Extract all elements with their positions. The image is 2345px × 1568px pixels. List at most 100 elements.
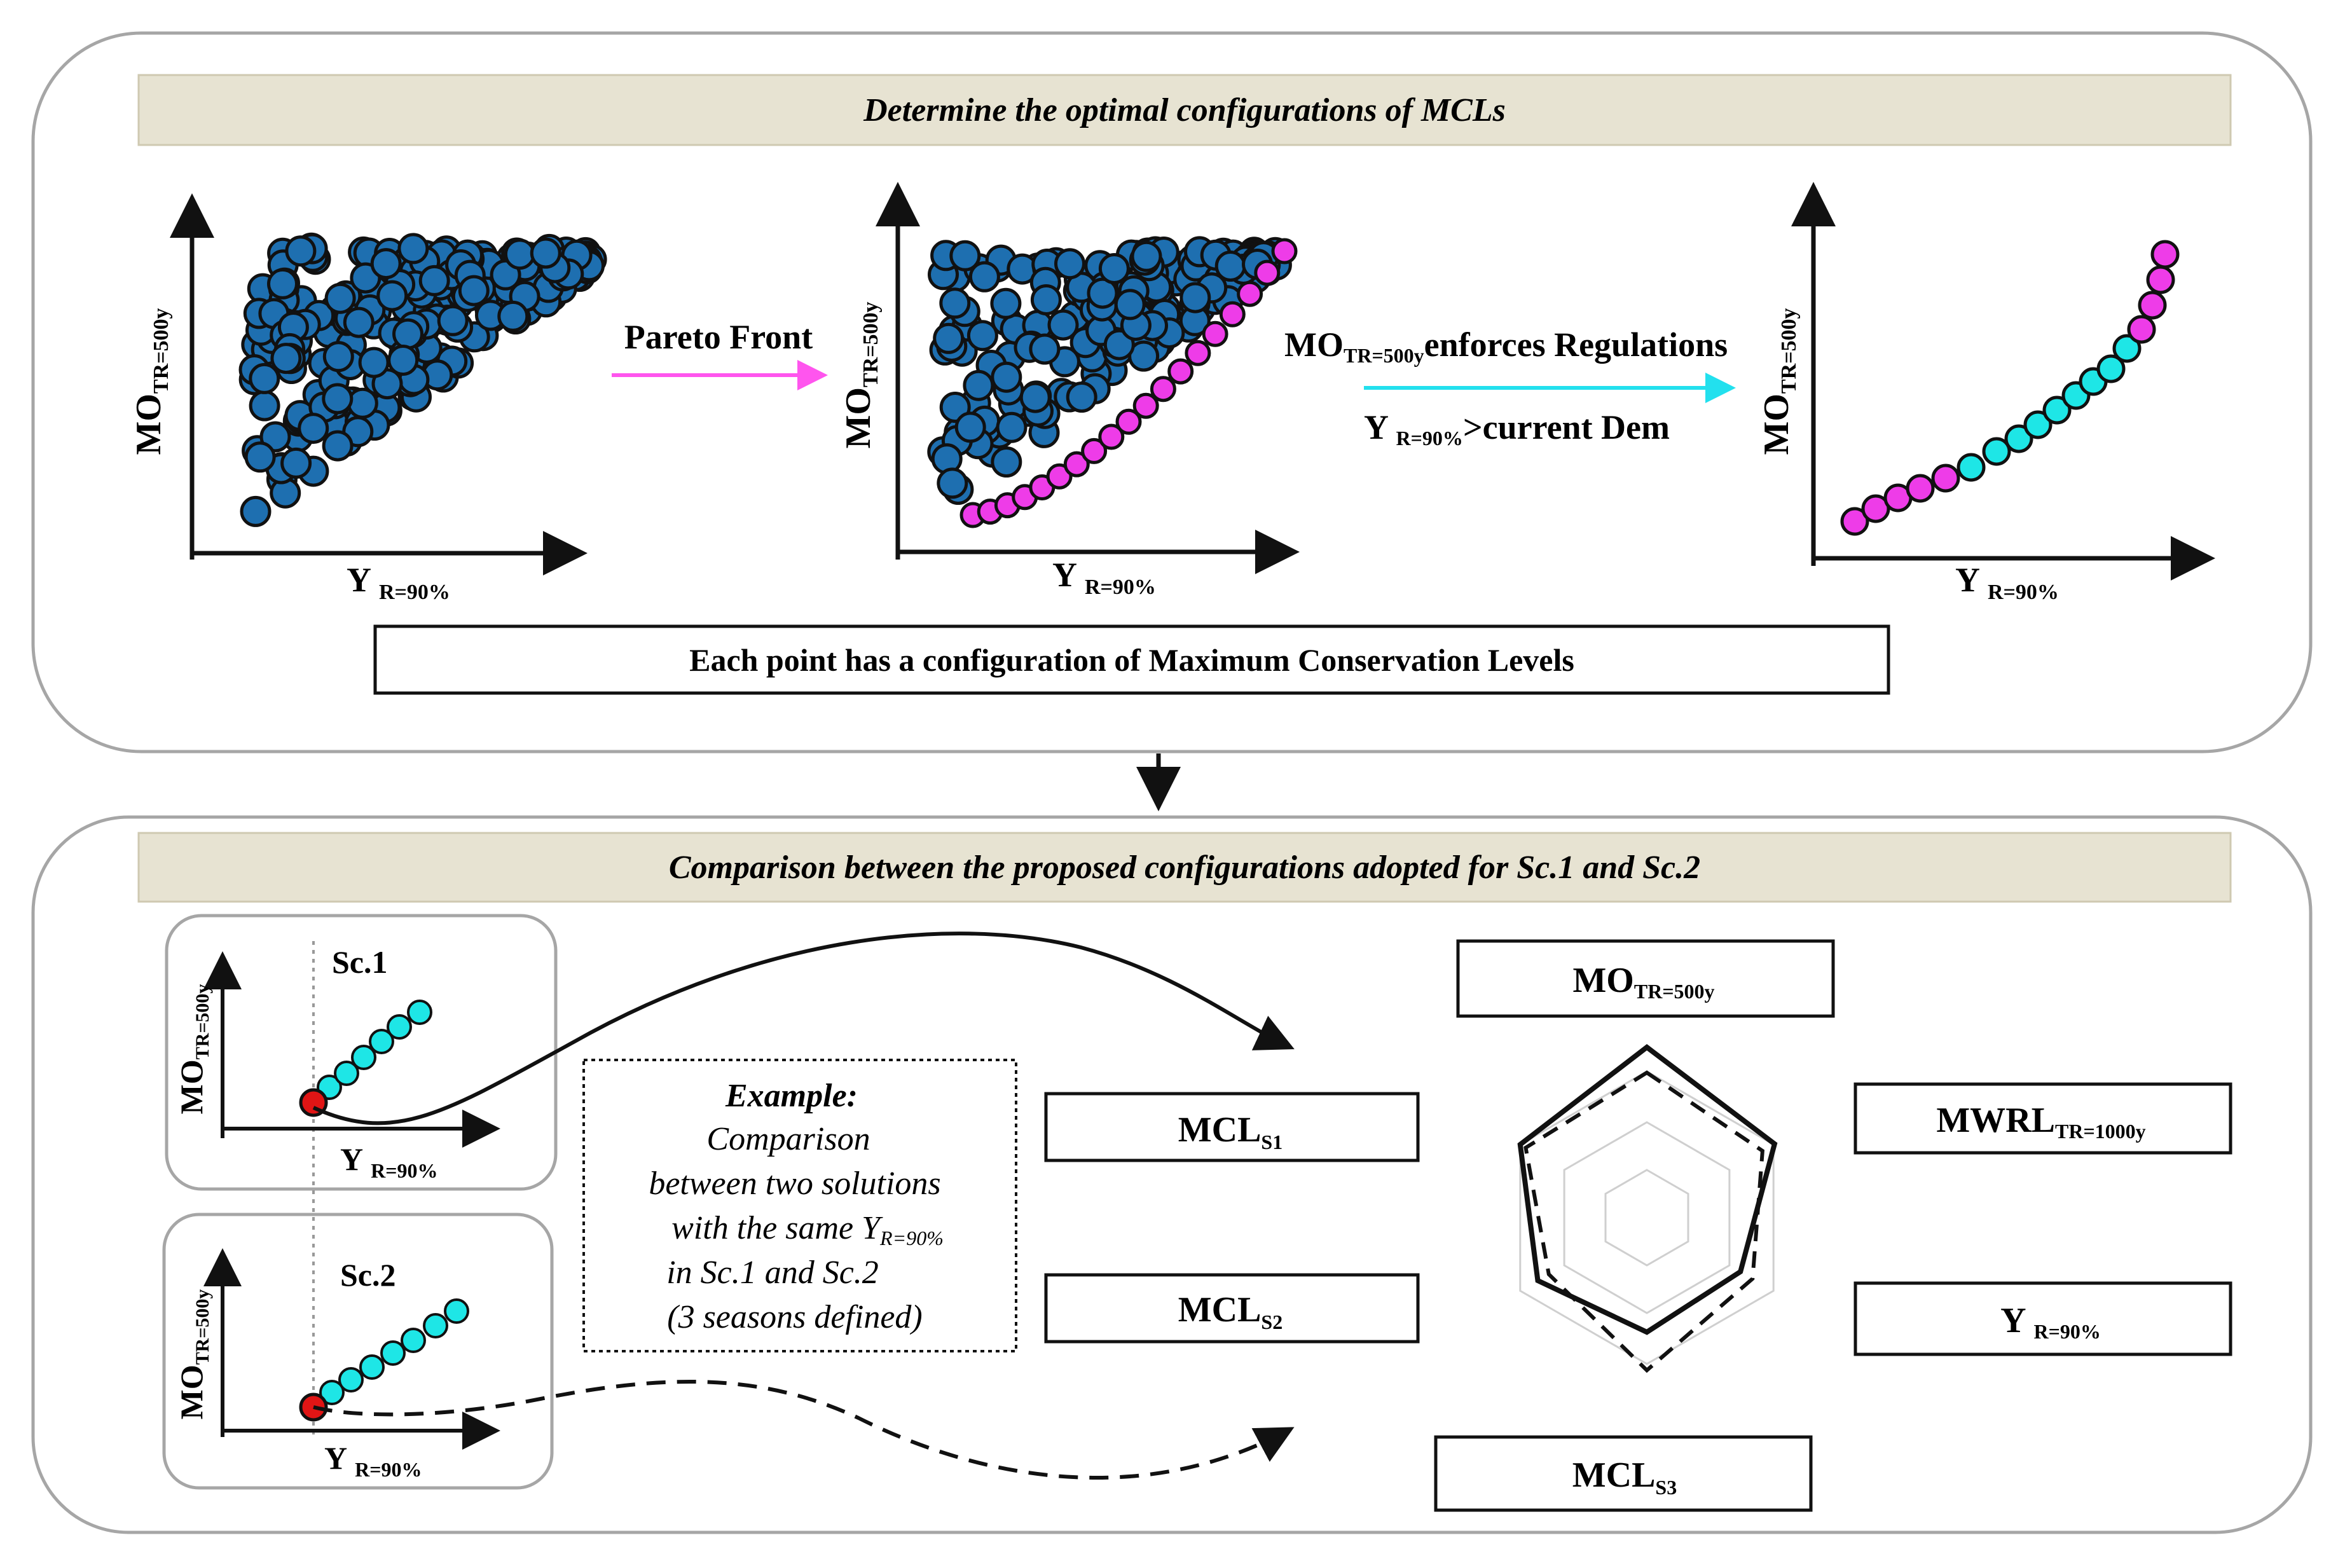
scatter-point [933,322,965,354]
scatter-point [1047,309,1079,341]
pareto-point [1132,392,1159,419]
scatter-point [1087,277,1118,309]
top-banner-text: Determine the optimal configurations of … [863,92,1506,128]
scatter-point [996,411,1028,443]
scatter-point [504,238,535,270]
plot1-ylabel: MOTR=500y [129,308,173,455]
pareto-point [1271,238,1298,265]
solution-point [351,1045,376,1070]
scatter-point [1029,333,1061,365]
pareto-point [2150,240,2180,269]
sc2-axes [203,1248,500,1450]
pareto-point [1098,423,1125,450]
scatter-point [954,411,986,443]
scatter-point [1179,282,1211,313]
scatter-point [991,361,1022,393]
sc2-ylabel: MOTR=500y [174,1289,213,1420]
mcl-s1-label: MCLS1 [1178,1110,1283,1153]
mcl-s1-box [1044,1092,1420,1162]
radar-chart [1517,1043,1778,1373]
demand-label: Y R=90%>current Dem [1364,408,1670,450]
scatter-point [343,306,375,338]
plot2-points [927,236,1298,528]
scatter-point [322,383,354,415]
solution-point [369,1029,394,1054]
mcl-s2-box [1044,1273,1420,1344]
sc2-label: Sc.2 [340,1257,396,1293]
sc1-label: Sc.1 [332,944,388,980]
sc1-axes [203,951,500,1148]
scatter-point [322,341,354,373]
solution-point [444,1298,469,1324]
scatter-point [1103,329,1135,361]
scenario2-box [162,1213,554,1490]
scatter-point [249,362,280,394]
radar-right2-box [1853,1281,2232,1356]
pareto-point [1840,507,1869,536]
scatter-point [937,467,968,499]
scatter-point [968,261,1000,292]
scatter-point [244,441,276,473]
scatter-point [1066,382,1097,413]
scatter-point [949,240,981,272]
radar-bottom-box [1434,1435,1813,1512]
scatter-point [963,369,994,401]
scatter-point [991,446,1022,478]
scatter-point [939,287,971,319]
pareto-point [1931,464,1960,493]
scatter-point [280,447,312,479]
scatter-point [267,268,298,299]
example-line4: in Sc.1 and Sc.2 [666,1255,879,1291]
radar-top-label: MOTR=500y [1572,961,1714,1003]
pareto-point [1202,320,1228,347]
scatter-point [358,347,390,378]
pareto-point [2146,265,2175,294]
pareto-point [2127,315,2156,344]
example-line5: (3 seasons defined) [667,1299,922,1335]
example-text: Example: Comparison between two solution… [649,1078,944,1335]
pareto-point [1081,437,1108,464]
scatter-point [1030,284,1062,315]
radar-bottom-label: MCLS3 [1572,1455,1677,1499]
solution-point [334,1061,359,1086]
radar-right2-label: Y R=90% [2000,1301,2101,1343]
scatter-point [249,390,280,422]
feasible-point [2023,410,2053,439]
pareto-point [1906,474,1935,503]
scatter-point [322,430,354,462]
pareto-arrow-label: Pareto Front [624,318,813,356]
feasible-point [2096,354,2126,383]
example-box [582,1059,1017,1352]
note-text: Each point has a configuration of Maximu… [689,642,1574,678]
pareto-point [1046,463,1073,490]
plot3-ylabel: MOTR=500y [1757,308,1801,455]
pareto-point [1063,451,1090,478]
sc1-ylabel: MOTR=500y [174,984,213,1115]
scatter-point [990,287,1022,319]
mcl-s2-label: MCLS2 [1178,1290,1283,1333]
example-line3: with the same YR=90% [671,1210,944,1249]
scatter-point [1019,382,1051,413]
sc1-connector-curve [312,932,1295,1125]
example-line2: between two solutions [649,1166,940,1202]
regulations-label: MOTR=500yenforces Regulations [1284,326,1728,367]
scatter-point [392,318,423,350]
example-title: Example: [725,1078,858,1114]
radar-right1-box [1853,1082,2232,1155]
plot2-ylabel: MOTR=500y [839,301,883,448]
scatter-point [1131,240,1162,272]
sc1-points [299,1000,432,1117]
scatter-point [298,413,329,444]
radar-grid-ring [1604,1169,1689,1267]
scatter-point [458,275,490,306]
pareto-point [1237,280,1263,307]
scatter-point [370,248,402,280]
pareto-point [1861,494,1890,523]
scatter-point [285,235,317,267]
solution-point [401,1328,426,1353]
sc2-connector-curve [313,1379,1295,1480]
solution-point [359,1354,385,1380]
